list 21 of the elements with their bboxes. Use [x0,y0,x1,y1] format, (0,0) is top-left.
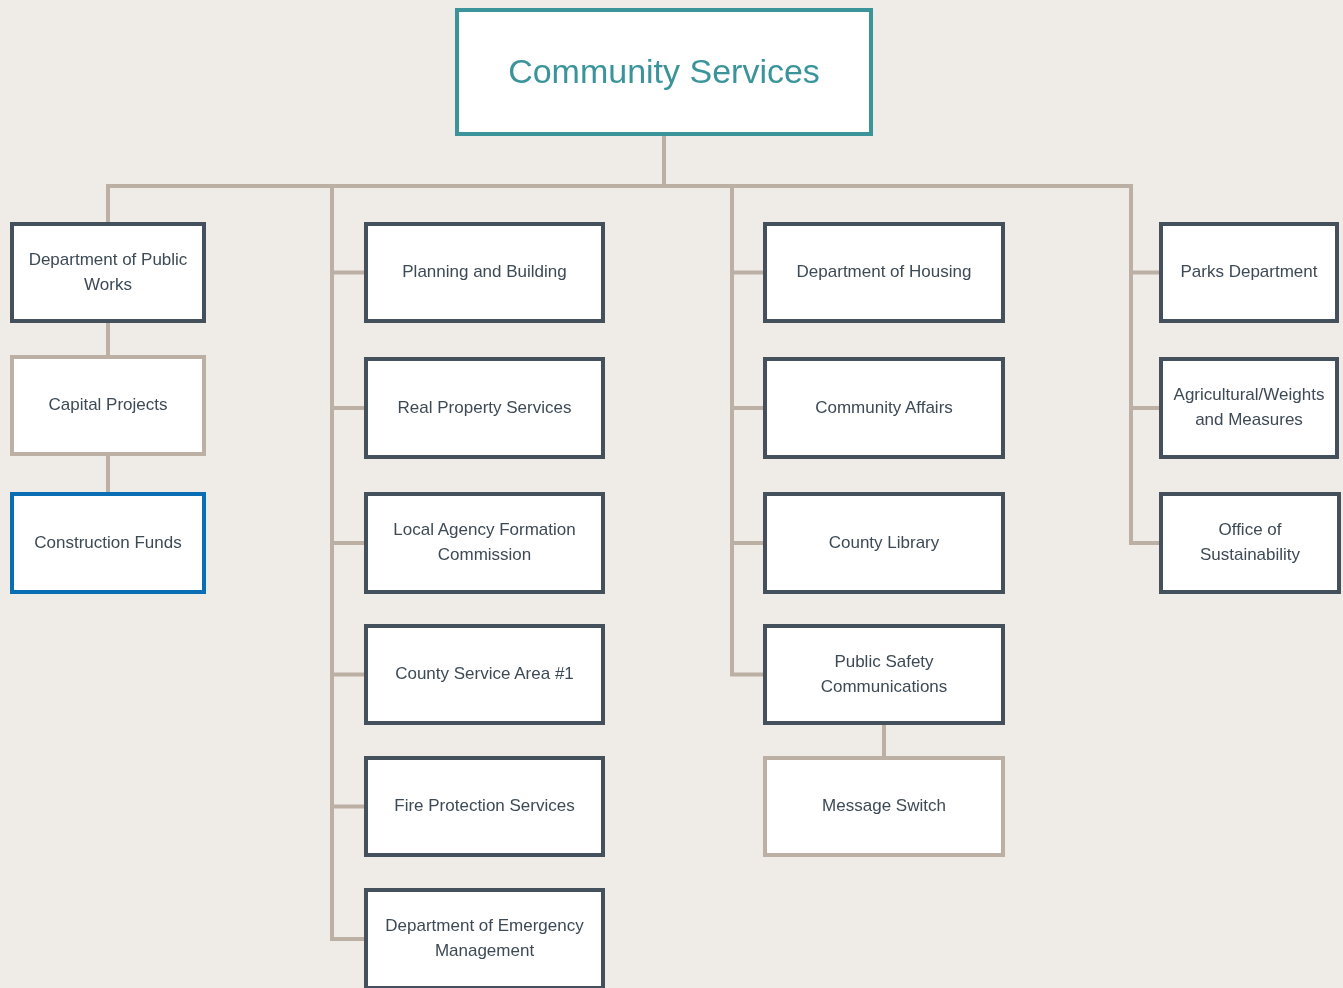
department-box: Department of Housing [763,222,1005,323]
department-box: Capital Projects [10,355,206,456]
department-box: Department of Emergency Management [364,888,605,988]
department-box: Construction Funds [10,492,206,594]
department-box: Fire Protection Services [364,756,605,857]
department-box: Department of Public Works [10,222,206,323]
department-box: Agricultural/Weights and Measures [1159,357,1339,459]
title-box: Community Services [455,8,873,136]
department-box: County Service Area #1 [364,624,605,725]
department-box: Community Affairs [763,357,1005,459]
department-box: Public Safety Communications [763,624,1005,725]
department-box: Local Agency Formation Commission [364,492,605,594]
department-box: Planning and Building [364,222,605,323]
department-box: Real Property Services [364,357,605,459]
connector-line [106,454,110,492]
department-box: Parks Department [1159,222,1339,323]
department-box: County Library [763,492,1005,594]
connector-line [882,723,886,756]
department-box: Office of Sustainability [1159,492,1341,594]
connector-line [106,321,110,355]
department-box: Message Switch [763,756,1005,857]
